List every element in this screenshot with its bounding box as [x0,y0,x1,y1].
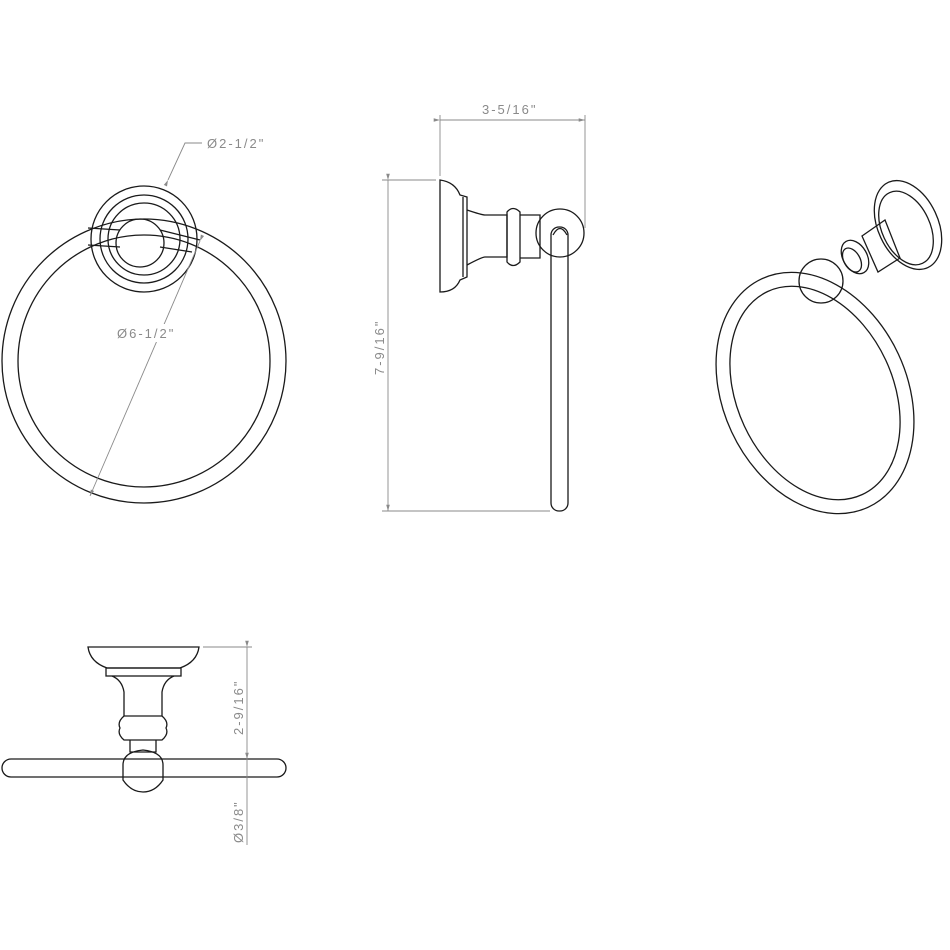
top-view: 2-9/16" Ø3/8" [1,640,287,845]
overall-height-label: 7-9/16" [372,320,387,375]
ring-diameter-label: Ø6-1/2" [117,326,175,341]
top-projection-label: 2-9/16" [231,680,246,735]
rod-diameter-label: Ø3/8" [231,800,246,843]
isometric-view [715,179,943,515]
base-diameter-label: Ø2-1/2" [207,136,265,151]
side-view: 3-5/16" 7-9/16" [372,102,586,512]
projection-label: 3-5/16" [482,102,537,117]
front-view: Ø2-1/2" Ø6-1/2" [1,136,287,504]
